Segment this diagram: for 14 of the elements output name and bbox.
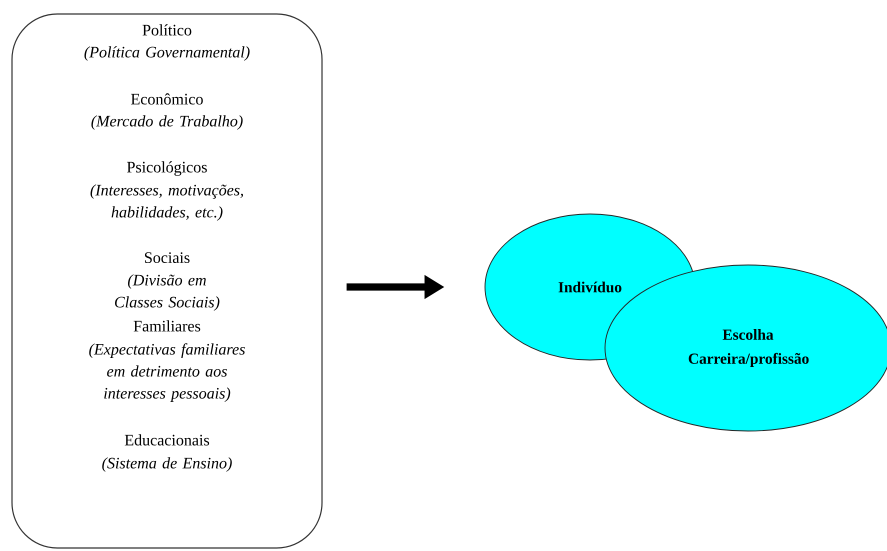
factor-heading: Educacionais xyxy=(124,434,210,446)
factor-description: (Interesses, motivações, habilidades, etc.) xyxy=(90,184,244,221)
factor-heading: Sociais xyxy=(144,252,190,264)
factor-description: (Divisão em Classes Sociais) xyxy=(115,274,220,311)
factor-description: (Expectativas familiares em detrimento aos interesses pessoais) xyxy=(89,343,245,402)
factor-heading: Familiares xyxy=(134,320,200,332)
factor-description: (Sistema de Ensino) xyxy=(102,457,232,472)
factor-heading: Econômico xyxy=(131,93,203,105)
ellipse-label: Indivíduo xyxy=(558,282,622,292)
factor-heading: Psicológicos xyxy=(127,161,207,176)
factor-heading: Político xyxy=(142,24,192,36)
factor-description: (Mercado de Trabalho) xyxy=(91,115,243,130)
factor-description: (Política Governamental) xyxy=(84,46,250,61)
ellipse-label: Escolha Carreira/profissão xyxy=(688,329,809,367)
